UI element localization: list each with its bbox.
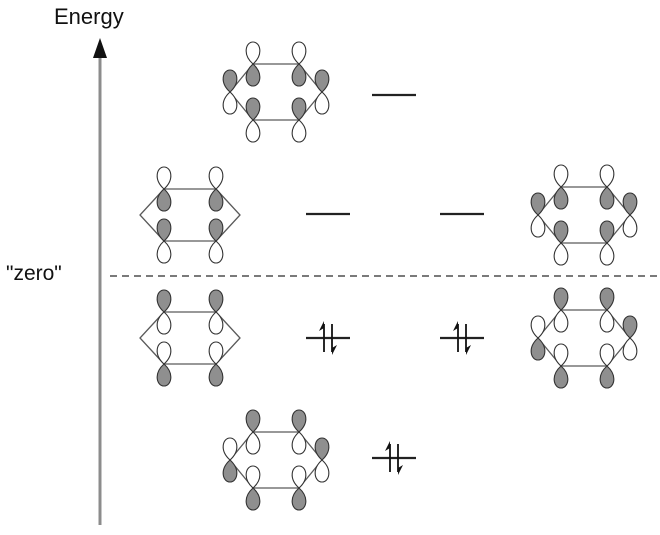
orbital-psi4 [139, 166, 241, 264]
p-lobe [208, 218, 224, 242]
p-lobe [530, 214, 546, 238]
level-psi3 [440, 321, 484, 355]
p-lobe [553, 343, 569, 367]
p-lobe [553, 287, 569, 311]
orbital-psi2 [139, 289, 241, 387]
p-lobe [222, 437, 238, 461]
p-lobe [208, 188, 224, 212]
ring [537, 186, 631, 244]
p-lobe [208, 289, 224, 313]
p-lobe [291, 63, 307, 87]
energy-axis-arrowhead [93, 38, 107, 58]
level-psi2 [306, 321, 350, 355]
p-lobe [599, 186, 615, 210]
p-lobe [156, 363, 172, 387]
p-lobe [599, 365, 615, 389]
p-lobe [156, 240, 172, 264]
energy-axis-label: Energy [54, 4, 124, 29]
p-lobe [530, 315, 546, 339]
p-lobe [291, 41, 307, 65]
p-lobe [530, 192, 546, 216]
p-lobe [314, 437, 330, 461]
p-lobe [245, 465, 261, 489]
electron-up-arrowhead [453, 321, 458, 331]
p-lobe [156, 341, 172, 365]
p-lobe [156, 218, 172, 242]
ring [139, 311, 165, 365]
p-lobe [622, 315, 638, 339]
electron-down-arrowhead [332, 345, 337, 355]
electron-down-arrowhead [466, 345, 471, 355]
p-lobe [530, 337, 546, 361]
p-lobe [156, 289, 172, 313]
p-lobe [291, 431, 307, 455]
p-lobe [314, 69, 330, 93]
ring [229, 431, 323, 489]
orbital-psi1 [222, 409, 330, 511]
orbital-psi5 [530, 164, 638, 266]
p-lobe [245, 409, 261, 433]
electron-down-arrowhead [398, 465, 403, 475]
p-lobe [245, 431, 261, 455]
p-lobe [291, 487, 307, 511]
p-lobe [553, 164, 569, 188]
p-lobe [156, 188, 172, 212]
p-lobe [208, 363, 224, 387]
p-lobe [314, 459, 330, 483]
electron-up-arrowhead [385, 441, 390, 451]
p-lobe [553, 365, 569, 389]
p-lobe [156, 311, 172, 335]
p-lobe [553, 220, 569, 244]
p-lobe [599, 287, 615, 311]
p-lobe [245, 487, 261, 511]
orbital-psi6 [222, 41, 330, 143]
p-lobe [291, 97, 307, 121]
orbitals-layer [139, 41, 638, 511]
p-lobe [245, 119, 261, 143]
p-lobe [245, 63, 261, 87]
p-lobe [599, 343, 615, 367]
p-lobe [622, 214, 638, 238]
zero-level-label: "zero" [6, 262, 62, 285]
p-lobe [553, 309, 569, 333]
p-lobe [599, 309, 615, 333]
p-lobe [622, 192, 638, 216]
p-lobe [291, 409, 307, 433]
p-lobe [599, 220, 615, 244]
p-lobe [222, 459, 238, 483]
p-lobe [622, 337, 638, 361]
p-lobe [222, 91, 238, 115]
p-lobe [222, 69, 238, 93]
p-lobe [291, 119, 307, 143]
p-lobe [599, 164, 615, 188]
p-lobe [553, 186, 569, 210]
p-lobe [208, 311, 224, 335]
p-lobe [245, 41, 261, 65]
level-psi1 [372, 441, 416, 475]
ring [215, 311, 241, 365]
p-lobe [245, 97, 261, 121]
p-lobe [553, 242, 569, 266]
p-lobe [291, 465, 307, 489]
p-lobe [208, 240, 224, 264]
p-lobe [208, 166, 224, 190]
ring [215, 188, 241, 242]
p-lobe [208, 341, 224, 365]
electron-up-arrowhead [319, 321, 324, 331]
p-lobe [314, 91, 330, 115]
ring [139, 188, 165, 242]
p-lobe [156, 166, 172, 190]
orbital-psi3 [530, 287, 638, 389]
p-lobe [599, 242, 615, 266]
ring [537, 309, 631, 367]
ring [229, 63, 323, 121]
